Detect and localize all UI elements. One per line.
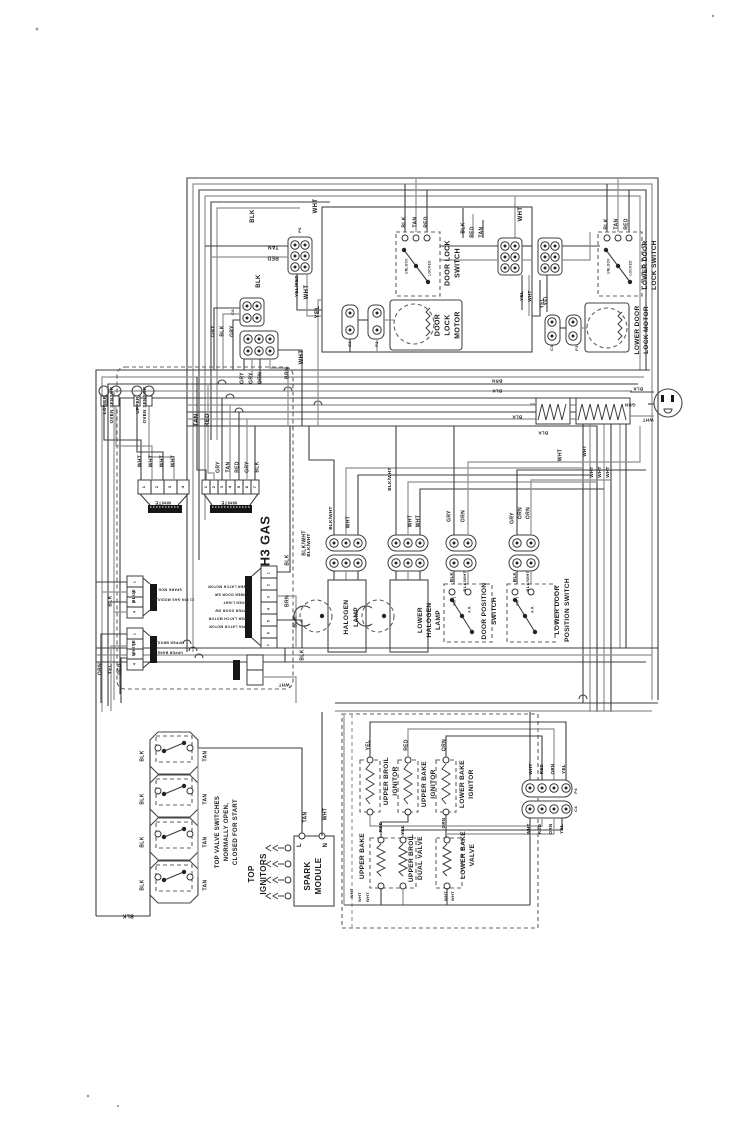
lower-bake-ignitor	[435, 756, 457, 816]
mid-bus	[95, 369, 650, 916]
oven-sensors	[98, 385, 175, 460]
scan-speck	[711, 14, 715, 18]
h3-gas-control	[96, 366, 303, 711]
upper-oven-sensor	[131, 385, 175, 460]
scan-speck	[86, 1094, 90, 1098]
bottom-bus	[96, 639, 658, 712]
top-ignitors	[265, 844, 292, 900]
door-lock-lower	[537, 231, 643, 353]
connector-p4-c4	[381, 712, 573, 905]
harness-top	[186, 177, 659, 700]
upper-broil-ignitor	[359, 756, 381, 816]
scan-speck	[116, 1104, 120, 1108]
power-section	[530, 388, 683, 425]
lower-bake-valve	[435, 836, 463, 890]
valve-switch	[149, 774, 199, 818]
valve-switch	[149, 860, 199, 904]
valve-switch	[149, 817, 199, 861]
upper-bake-ignitor	[397, 756, 419, 816]
scan-speck	[35, 27, 39, 31]
halogen-lamps	[293, 426, 604, 653]
lower-oven-sensor	[98, 385, 153, 450]
valve-switch	[149, 731, 199, 775]
top-valve-switches	[96, 731, 303, 917]
door-lock-upper	[205, 206, 541, 426]
power-plug	[653, 388, 683, 418]
bake-broil-box	[341, 713, 567, 929]
upper-bake-broil-dual-valve	[369, 836, 417, 890]
spark-module	[265, 712, 335, 907]
door-position-switches	[443, 426, 646, 643]
